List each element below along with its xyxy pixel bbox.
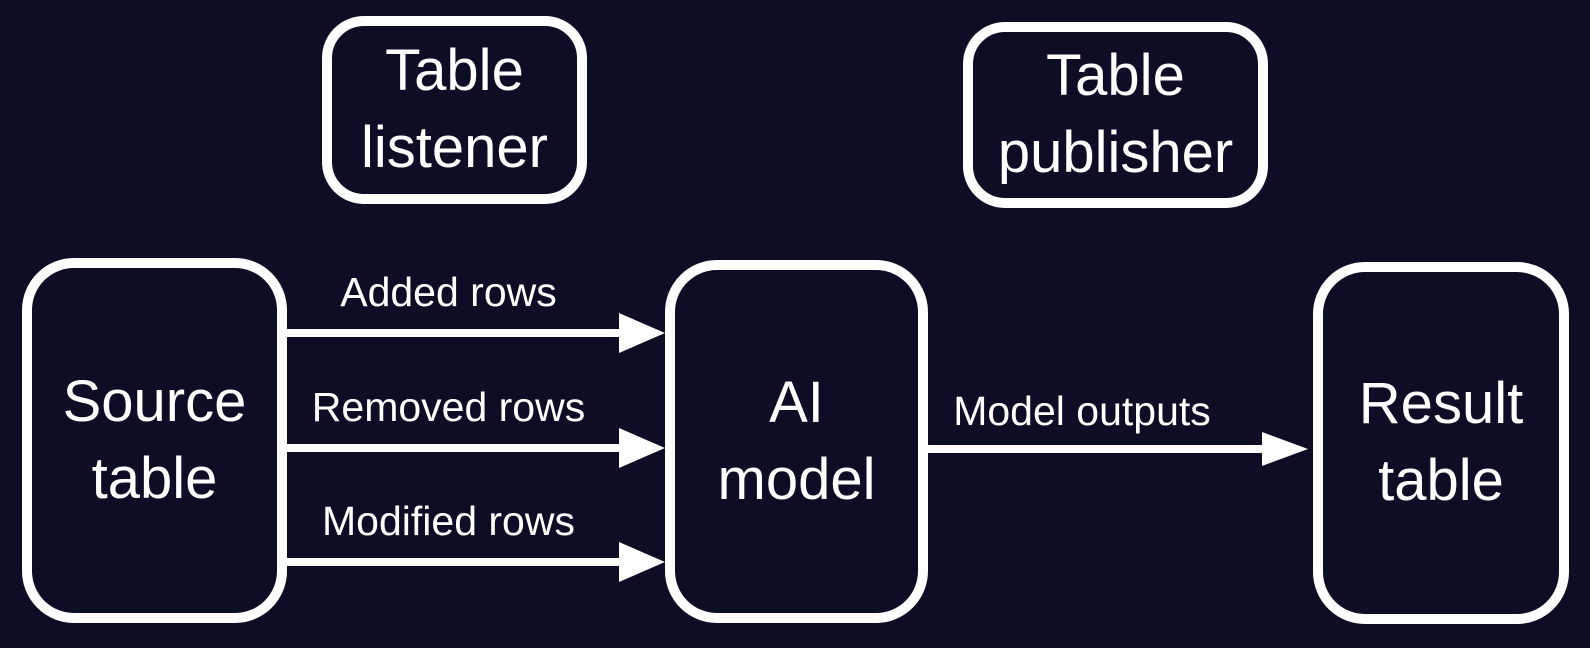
arrow-shaft xyxy=(287,558,627,566)
node-result-table: Result table xyxy=(1313,262,1569,624)
edge-label-added-rows: Added rows xyxy=(340,269,557,315)
node-table-listener: Table listener xyxy=(322,16,587,204)
edge-label-model-outputs: Model outputs xyxy=(953,388,1211,434)
edge-label-modified-rows: Modified rows xyxy=(322,498,575,544)
arrowhead-icon xyxy=(1262,432,1308,466)
node-label: publisher xyxy=(997,120,1234,185)
node-label: listener xyxy=(361,115,548,180)
node-label: table xyxy=(91,445,218,511)
node-label: model xyxy=(717,446,876,512)
arrow-shaft xyxy=(928,445,1270,453)
arrow-model-outputs xyxy=(928,431,1308,467)
node-table-publisher: Table publisher xyxy=(963,22,1268,208)
node-source-table: Source table xyxy=(22,258,287,623)
arrow-shaft xyxy=(287,329,627,337)
arrow-removed-rows xyxy=(287,428,665,468)
arrowhead-icon xyxy=(619,542,665,582)
arrow-modified-rows xyxy=(287,542,665,582)
edge-label-removed-rows: Removed rows xyxy=(311,384,586,430)
node-label: table xyxy=(1378,448,1504,513)
node-label: Table xyxy=(385,38,524,104)
node-label: AI xyxy=(769,369,824,435)
arrow-added-rows xyxy=(287,313,665,353)
node-ai-model: AI model xyxy=(665,260,928,623)
arrow-shaft xyxy=(287,444,627,452)
node-label: Result xyxy=(1358,371,1524,437)
arrowhead-icon xyxy=(619,313,665,353)
node-label: Source xyxy=(62,368,247,434)
node-label: Table xyxy=(1046,43,1185,109)
arrowhead-icon xyxy=(619,428,665,468)
